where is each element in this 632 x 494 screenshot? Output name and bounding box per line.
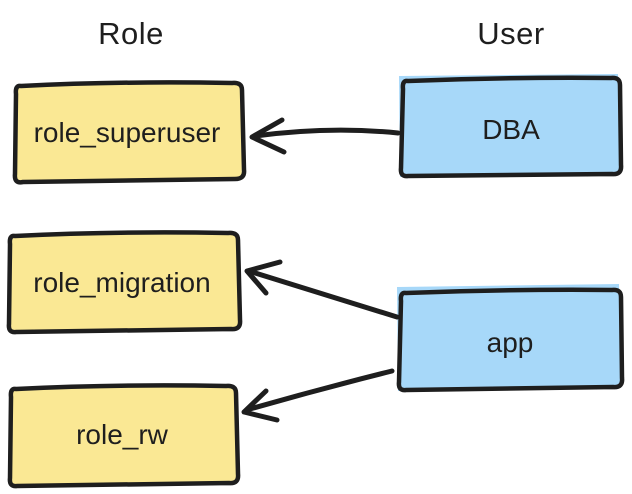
app-label: app: [487, 327, 534, 358]
arrow-dba-to-role-superuser-head: [249, 117, 287, 155]
arrow-app-to-role-migration-line: [249, 269, 400, 320]
arrow-app-to-role-rw-line: [247, 368, 395, 412]
app-box-border: [396, 287, 625, 393]
arrow-dba-to-role-superuser: [249, 117, 401, 155]
role-node-role-rw: role_rw: [7, 383, 241, 489]
role-node-role-migration: role_migration: [6, 230, 243, 335]
column-heading-user: User: [477, 16, 544, 51]
user-node-dba: DBA: [398, 74, 624, 179]
role-migration-label: role_migration: [33, 267, 210, 298]
arrow-app-to-role-rw: [241, 368, 395, 423]
arrow-dba-to-role-superuser-line: [252, 127, 401, 139]
role-superuser-box-fill: [16, 83, 242, 183]
user-node-app: app: [396, 284, 625, 393]
role-superuser-label: role_superuser: [34, 117, 221, 148]
arrow-app-to-role-rw-head: [241, 388, 280, 423]
role-rw-box-fill: [11, 385, 237, 487]
dba-box-fill: [399, 74, 620, 177]
app-box-fill: [397, 284, 621, 391]
role-rw-label: role_rw: [76, 419, 169, 450]
arrow-app-to-role-migration: [244, 259, 400, 320]
role-superuser-box-border: [12, 80, 247, 185]
role-node-role-superuser: role_superuser: [12, 80, 247, 185]
column-heading-role: Role: [98, 16, 164, 51]
dba-label: DBA: [482, 114, 540, 145]
dba-box-border: [398, 75, 624, 179]
role-migration-box-border: [6, 230, 243, 335]
role-rw-box-border: [7, 383, 241, 489]
role-migration-box-fill: [10, 232, 239, 333]
arrow-app-to-role-migration-head: [244, 259, 283, 296]
